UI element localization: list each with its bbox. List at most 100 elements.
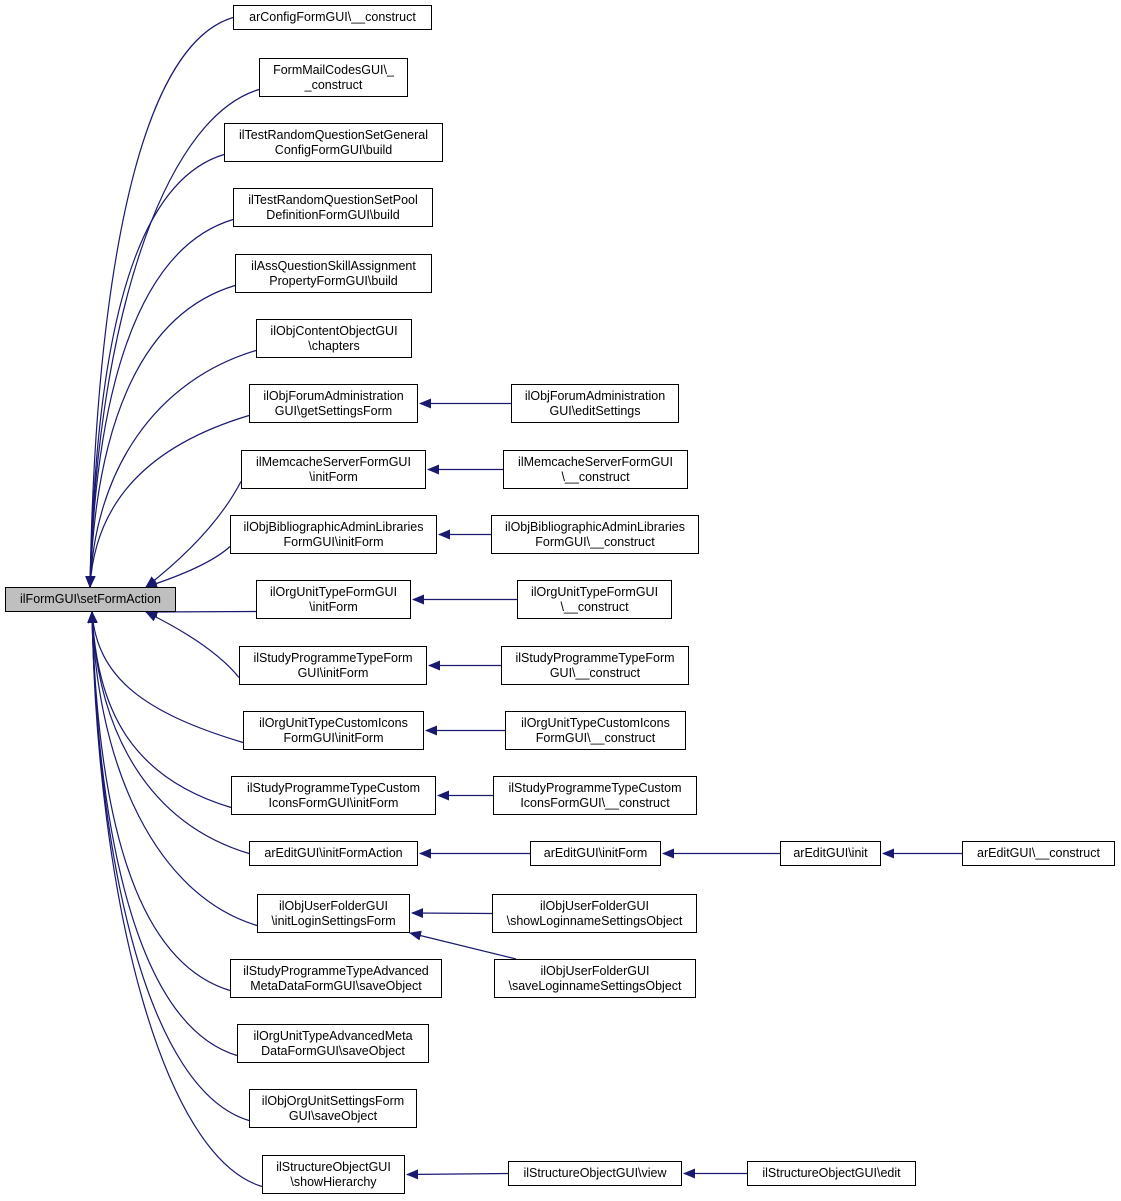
node-m10[interactable]: ilOrgUnitTypeFormGUI\__construct: [517, 580, 672, 619]
node-m14[interactable]: arEditGUI\initForm: [530, 841, 661, 866]
node-label-line: ilObjUserFolderGUI: [539, 899, 650, 913]
node-label-line: GUI\saveObject: [288, 1108, 378, 1123]
node-label-line: \showLoginnameSettingsObject: [506, 913, 683, 928]
node-n2[interactable]: FormMailCodesGUI\__construct: [259, 58, 408, 97]
edge-n5-to-root: [85, 284, 236, 588]
node-n8[interactable]: ilMemcacheServerFormGUI\initForm: [241, 450, 426, 489]
node-label-line: ilObjUserFolderGUI: [278, 899, 389, 913]
node-label-line: ilStudyProgrammeTypeCustom: [508, 781, 682, 795]
node-label-line: arConfigFormGUI\__construct: [249, 10, 416, 25]
root-node: ilFormGUI\setFormAction: [5, 587, 176, 612]
node-n10[interactable]: ilOrgUnitTypeFormGUI\initForm: [256, 580, 411, 619]
node-label-line: PropertyFormGUI\build: [269, 273, 398, 288]
node-label-line: arEditGUI\__construct: [977, 846, 1100, 861]
node-label-line: FormGUI\initForm: [283, 534, 384, 549]
node-label-line: ilStructureObjectGUI: [276, 1160, 391, 1174]
node-label-line: ilStudyProgrammeTypeAdvanced: [243, 964, 429, 978]
node-label-line: ilOrgUnitTypeCustomIcons: [259, 716, 408, 730]
node-label-line: GUI\editSettings: [549, 403, 641, 418]
edge-m15a-to-n15: [411, 908, 493, 919]
node-label-line: ilObjBibliographicAdminLibraries: [505, 520, 685, 534]
node-label-line: ilObjForumAdministration: [524, 389, 666, 403]
node-n19[interactable]: ilStructureObjectGUI\showHierarchy: [262, 1155, 405, 1194]
node-label-line: \initLoginSettingsForm: [271, 913, 396, 928]
node-j14[interactable]: arEditGUI\__construct: [962, 841, 1115, 866]
node-label-line: ilTestRandomQuestionSetPool: [248, 193, 418, 207]
node-label-line: ilMemcacheServerFormGUI: [256, 455, 411, 469]
node-label-line: \__construct: [560, 599, 629, 614]
node-label-line: ConfigFormGUI\build: [274, 142, 393, 157]
node-m15a[interactable]: ilObjUserFolderGUI\showLoginnameSettings…: [492, 894, 697, 933]
node-label-line: FormGUI\initForm: [283, 730, 384, 745]
edge-n3-to-root: [85, 153, 225, 588]
node-label-line: ilObjContentObjectGUI: [270, 324, 398, 338]
edge-n15-to-root: [87, 611, 258, 927]
node-label-line: \__construct: [561, 469, 630, 484]
node-m8[interactable]: ilMemcacheServerFormGUI\__construct: [503, 450, 688, 489]
node-label-line: ilOrgUnitTypeFormGUI: [269, 585, 398, 599]
node-label-line: IconsFormGUI\__construct: [520, 795, 670, 810]
edge-m19-to-n19: [406, 1169, 509, 1180]
node-label-line: ilStudyProgrammeTypeCustom: [247, 781, 420, 795]
node-label-line: ilMemcacheServerFormGUI: [518, 455, 673, 469]
node-label-line: FormGUI\__construct: [535, 534, 655, 549]
edge-n19-to-root: [87, 611, 263, 1188]
node-label-line: arEditGUI\initFormAction: [264, 846, 403, 861]
edge-n6-to-root: [85, 349, 257, 588]
node-label-line: ilOrgUnitTypeFormGUI: [530, 585, 659, 599]
node-label-line: ilObjOrgUnitSettingsForm: [261, 1094, 405, 1108]
edge-n14-to-root: [87, 611, 250, 855]
node-label-line: IconsFormGUI\initForm: [268, 795, 399, 810]
node-n14[interactable]: arEditGUI\initFormAction: [249, 841, 418, 866]
node-label-line: arEditGUI\init: [793, 846, 868, 861]
node-label-line: arEditGUI\initForm: [543, 846, 648, 861]
edge-n7-to-root: [85, 414, 250, 588]
node-label-line: ilStructureObjectGUI\edit: [762, 1166, 901, 1181]
edge-n4-to-root: [85, 218, 234, 588]
node-label-line: ilTestRandomQuestionSetGeneral: [239, 128, 428, 142]
edge-n9-to-root: [145, 546, 231, 589]
node-label-line: GUI\getSettingsForm: [274, 403, 393, 418]
node-label-line: \saveLoginnameSettingsObject: [508, 978, 682, 993]
edge-n12-to-root: [87, 611, 244, 744]
node-label-line: GUI\__construct: [549, 665, 641, 680]
node-label-line: ilOrgUnitTypeCustomIcons: [521, 716, 670, 730]
node-label-line: \chapters: [308, 338, 360, 353]
node-label-line: ilStudyProgrammeTypeForm: [253, 651, 413, 665]
node-label-line: FormMailCodesGUI\_: [273, 63, 394, 77]
node-label-line: ilAssQuestionSkillAssignment: [251, 259, 416, 273]
node-n1[interactable]: arConfigFormGUI\__construct: [233, 5, 432, 30]
node-label-line: ilObjForumAdministration: [263, 389, 404, 403]
node-m15b[interactable]: ilObjUserFolderGUI\saveLoginnameSettings…: [494, 959, 696, 998]
node-n6[interactable]: ilObjContentObjectGUI\chapters: [256, 319, 412, 358]
node-k19[interactable]: ilStructureObjectGUI\edit: [747, 1161, 916, 1186]
node-label-line: ilStructureObjectGUI\view: [523, 1166, 667, 1181]
node-label-line: FormGUI\__construct: [535, 730, 656, 745]
node-k14[interactable]: arEditGUI\init: [780, 841, 881, 866]
node-label-line: _construct: [304, 77, 363, 92]
node-label-line: DefinitionFormGUI\build: [266, 207, 400, 222]
node-label-line: MetaDataFormGUI\saveObject: [250, 978, 422, 993]
node-n15[interactable]: ilObjUserFolderGUI\initLoginSettingsForm: [257, 894, 410, 933]
node-label-line: ilStudyProgrammeTypeForm: [515, 651, 675, 665]
edge-n8-to-root: [145, 481, 242, 588]
node-label-line: \showHierarchy: [290, 1174, 377, 1189]
node-m19[interactable]: ilStructureObjectGUI\view: [508, 1161, 682, 1186]
